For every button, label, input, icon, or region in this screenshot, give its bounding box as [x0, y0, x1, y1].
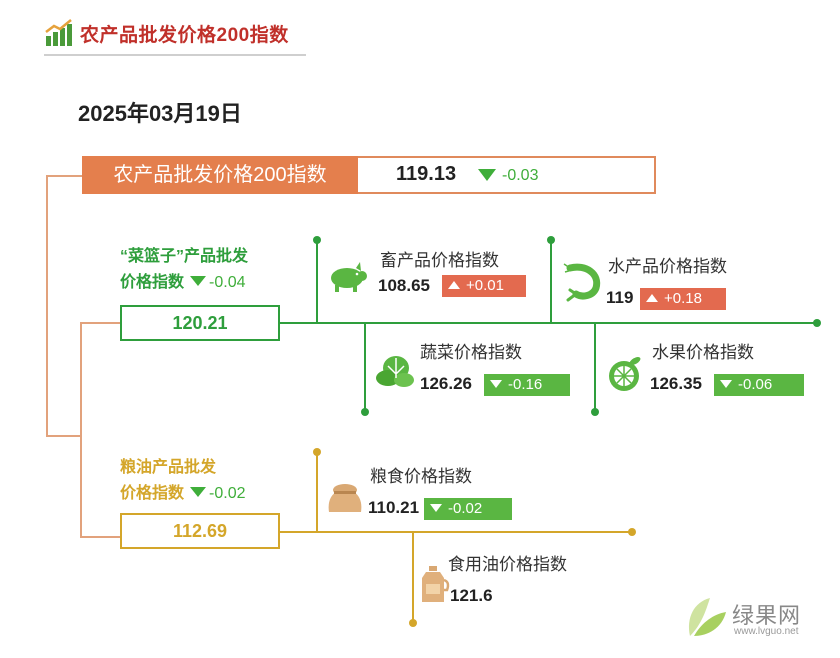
- aquatic-change: +0.18: [664, 290, 702, 307]
- shrimp-icon: [563, 263, 601, 302]
- livestock-dot: [313, 236, 321, 244]
- title-divider: [44, 54, 306, 56]
- basket-title-line1: “菜篮子”产品批发: [120, 248, 249, 265]
- aquatic-name: 水产品价格指数: [608, 257, 727, 276]
- page-title: 农产品批发价格200指数: [80, 25, 289, 46]
- vegetable-dot: [361, 408, 369, 416]
- connector-grain-stub: [80, 536, 120, 538]
- grain-oil-title-line2: 价格指数: [120, 485, 185, 502]
- grain-trunk-line: [280, 531, 632, 533]
- grain-sack-icon: [328, 484, 362, 512]
- livestock-value: 108.65: [378, 276, 430, 295]
- grain-oil-title-line2-row: 价格指数 -0.02: [120, 481, 245, 507]
- bar-chart-icon: [45, 19, 72, 46]
- basket-index-box: 120.21: [120, 305, 280, 341]
- grain-name: 粮食价格指数: [370, 467, 472, 486]
- basket-trunk-line: [280, 322, 817, 324]
- grain-change: -0.02: [448, 500, 483, 517]
- aquatic-dot: [547, 236, 555, 244]
- aquatic-branch: [550, 240, 552, 322]
- basket-change: -0.04: [209, 274, 246, 291]
- connector-branch-vertical: [80, 322, 82, 538]
- vegetable-change: -0.16: [508, 376, 543, 393]
- livestock-name: 畜产品价格指数: [380, 251, 499, 270]
- report-date: 2025年03月19日: [78, 101, 242, 126]
- fruit-name: 水果价格指数: [652, 343, 754, 362]
- aquatic-change-badge: +0.18: [640, 288, 726, 310]
- down-arrow-icon: [190, 276, 207, 286]
- aquatic-value: 119: [606, 288, 634, 307]
- basket-title-line2-row: 价格指数 -0.04: [120, 270, 248, 296]
- up-arrow-icon: [646, 294, 658, 302]
- up-arrow-icon: [448, 281, 460, 289]
- livestock-change-badge: +0.01: [442, 275, 526, 297]
- down-arrow-icon: [490, 380, 502, 388]
- livestock-branch: [316, 240, 318, 322]
- grain-value: 110.21: [368, 498, 420, 517]
- down-arrow-icon: [190, 487, 207, 497]
- fruit-change: -0.06: [738, 376, 773, 393]
- vegetable-icon: [376, 356, 414, 387]
- down-arrow-icon: [478, 169, 496, 181]
- vegetable-change-badge: -0.16: [484, 374, 570, 396]
- connector-branch-horizontal: [46, 435, 82, 437]
- connector-main-stub: [46, 175, 82, 177]
- grain-oil-group-title: 粮油产品批发 价格指数 -0.02: [120, 455, 245, 507]
- grain-oil-title-line1: 粮油产品批发: [120, 459, 217, 476]
- basket-trunk-end-dot: [813, 319, 821, 327]
- lime-icon: [609, 357, 641, 391]
- livestock-change: +0.01: [466, 277, 504, 294]
- leaf-logo-icon: [688, 598, 726, 636]
- fruit-change-badge: -0.06: [714, 374, 804, 396]
- grain-change-badge: -0.02: [424, 498, 512, 520]
- grain-oil-change: -0.02: [209, 485, 246, 502]
- oil-name: 食用油价格指数: [448, 555, 567, 574]
- oil-bottle-icon: [422, 566, 450, 602]
- main-index-label: 农产品批发价格200指数: [82, 156, 358, 194]
- grain-dot: [313, 448, 321, 456]
- connector-basket-stub: [80, 322, 120, 324]
- down-arrow-icon: [720, 380, 732, 388]
- fruit-branch: [594, 324, 596, 412]
- connector-main-vertical: [46, 175, 48, 437]
- vegetable-value: 126.26: [420, 374, 472, 393]
- down-arrow-icon: [430, 504, 442, 512]
- main-index-change: -0.03: [502, 167, 539, 184]
- watermark-name: 绿果网: [732, 603, 802, 628]
- pig-icon: [331, 262, 367, 292]
- vegetable-name: 蔬菜价格指数: [420, 343, 522, 362]
- grain-oil-index-box: 112.69: [120, 513, 280, 549]
- oil-branch: [412, 533, 414, 623]
- basket-group-title: “菜篮子”产品批发 价格指数 -0.04: [120, 244, 248, 296]
- oil-dot: [409, 619, 417, 627]
- grain-trunk-end-dot: [628, 528, 636, 536]
- fruit-dot: [591, 408, 599, 416]
- basket-title-line2: 价格指数: [120, 274, 185, 291]
- vegetable-branch: [364, 324, 366, 412]
- oil-value: 121.6: [450, 586, 493, 605]
- fruit-value: 126.35: [650, 374, 702, 393]
- main-index-value: 119.13: [396, 163, 457, 185]
- grain-branch: [316, 452, 318, 531]
- watermark-url: www.lvguo.net: [734, 626, 799, 637]
